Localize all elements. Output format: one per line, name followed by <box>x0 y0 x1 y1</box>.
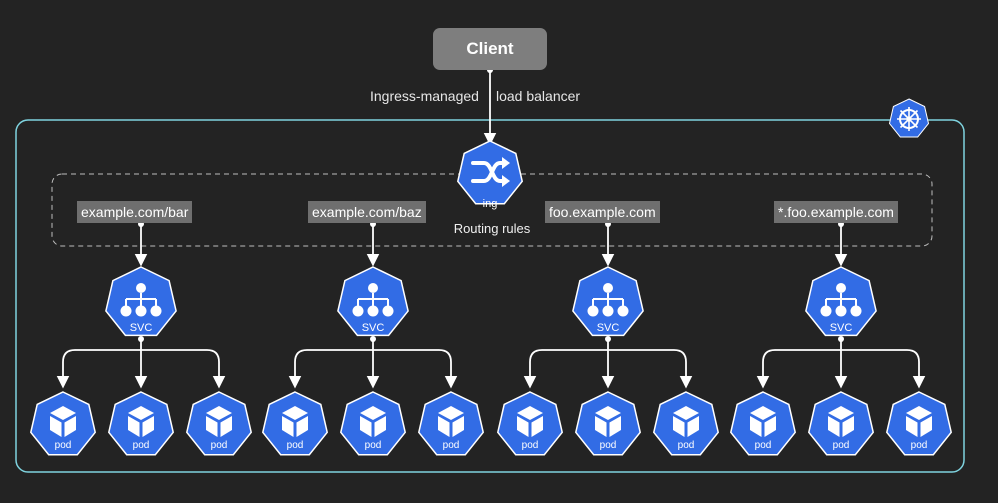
pod-node: pod <box>729 391 797 456</box>
service-label: SVC <box>362 322 385 334</box>
route-host-label: example.com/baz <box>308 201 426 223</box>
service-node: SVC <box>337 266 409 337</box>
pod-label: pod <box>755 440 772 451</box>
service-label: SVC <box>597 322 620 334</box>
cube-icon <box>282 406 308 437</box>
cube-icon <box>128 406 154 437</box>
cube-icon <box>673 406 699 437</box>
service-label: SVC <box>830 322 853 334</box>
pod-node: pod <box>107 391 175 456</box>
service-node: SVC <box>572 266 644 337</box>
cube-icon <box>828 406 854 437</box>
client-to-ingress-connector <box>483 67 497 146</box>
cube-icon <box>360 406 386 437</box>
client-label: Client <box>466 39 514 58</box>
pod-label: pod <box>55 440 72 451</box>
pod-label: pod <box>365 440 382 451</box>
kubernetes-logo-icon <box>888 98 930 138</box>
cube-icon <box>595 406 621 437</box>
pod-node: pod <box>417 391 485 456</box>
pod-label: pod <box>600 440 617 451</box>
route-branch: SVC pod pod pod <box>496 221 720 456</box>
cube-icon <box>438 406 464 437</box>
route-host-label: *.foo.example.com <box>774 201 898 223</box>
service-node: SVC <box>805 266 877 337</box>
pod-label: pod <box>522 440 539 451</box>
load-balancer-label-left: Ingress-managed <box>370 88 479 104</box>
routing-rules-label: Routing rules <box>453 221 531 236</box>
pod-node: pod <box>29 391 97 456</box>
route-branch: SVC pod pod pod <box>29 221 253 456</box>
ingress-label: ing <box>483 198 498 210</box>
pod-label: pod <box>833 440 850 451</box>
service-label: SVC <box>130 322 153 334</box>
cube-icon <box>906 406 932 437</box>
client-box: Client <box>433 28 547 70</box>
pod-label: pod <box>211 440 228 451</box>
pod-node: pod <box>652 391 720 456</box>
cube-icon <box>750 406 776 437</box>
cube-icon <box>206 406 232 437</box>
service-node: SVC <box>105 266 177 337</box>
route-branch: SVC pod pod pod <box>261 221 485 456</box>
ingress-node <box>456 140 524 205</box>
shuffle-icon <box>471 161 506 183</box>
pod-node: pod <box>885 391 953 456</box>
pod-node: pod <box>574 391 642 456</box>
route-branch: SVC pod pod pod <box>729 221 953 456</box>
service-tree-icon <box>820 283 862 317</box>
pod-node: pod <box>185 391 253 456</box>
routing-rules-boundary <box>51 173 933 247</box>
cube-icon <box>50 406 76 437</box>
pod-label: pod <box>133 440 150 451</box>
pod-node: pod <box>261 391 329 456</box>
pod-node: pod <box>807 391 875 456</box>
pod-label: pod <box>678 440 695 451</box>
pod-node: pod <box>339 391 407 456</box>
pod-label: pod <box>911 440 928 451</box>
pod-label: pod <box>287 440 304 451</box>
pod-node: pod <box>496 391 564 456</box>
pod-label: pod <box>443 440 460 451</box>
cube-icon <box>517 406 543 437</box>
route-host-label: example.com/bar <box>77 201 193 223</box>
service-tree-icon <box>120 283 162 317</box>
route-host-label: foo.example.com <box>545 201 660 223</box>
service-tree-icon <box>352 283 394 317</box>
load-balancer-label-right: load balancer <box>496 88 581 104</box>
service-tree-icon <box>587 283 629 317</box>
